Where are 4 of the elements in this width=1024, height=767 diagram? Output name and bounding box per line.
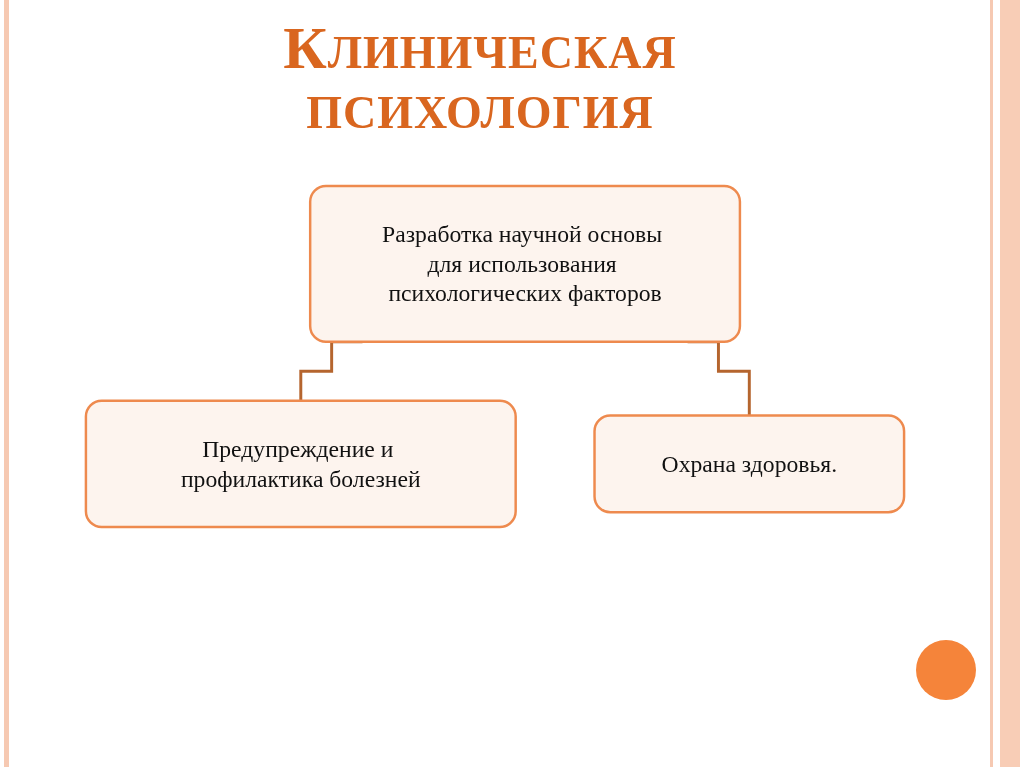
node-box: Разработка научной основы для использования психологических факторов — [308, 184, 742, 343]
node-box: Предупреждение и профилактика болезней — [84, 399, 517, 529]
node-box: Охрана здоровья. — [593, 414, 906, 514]
slide-title: КЛИНИЧЕСКАЯ ПСИХОЛОГИЯ — [282, 18, 678, 140]
